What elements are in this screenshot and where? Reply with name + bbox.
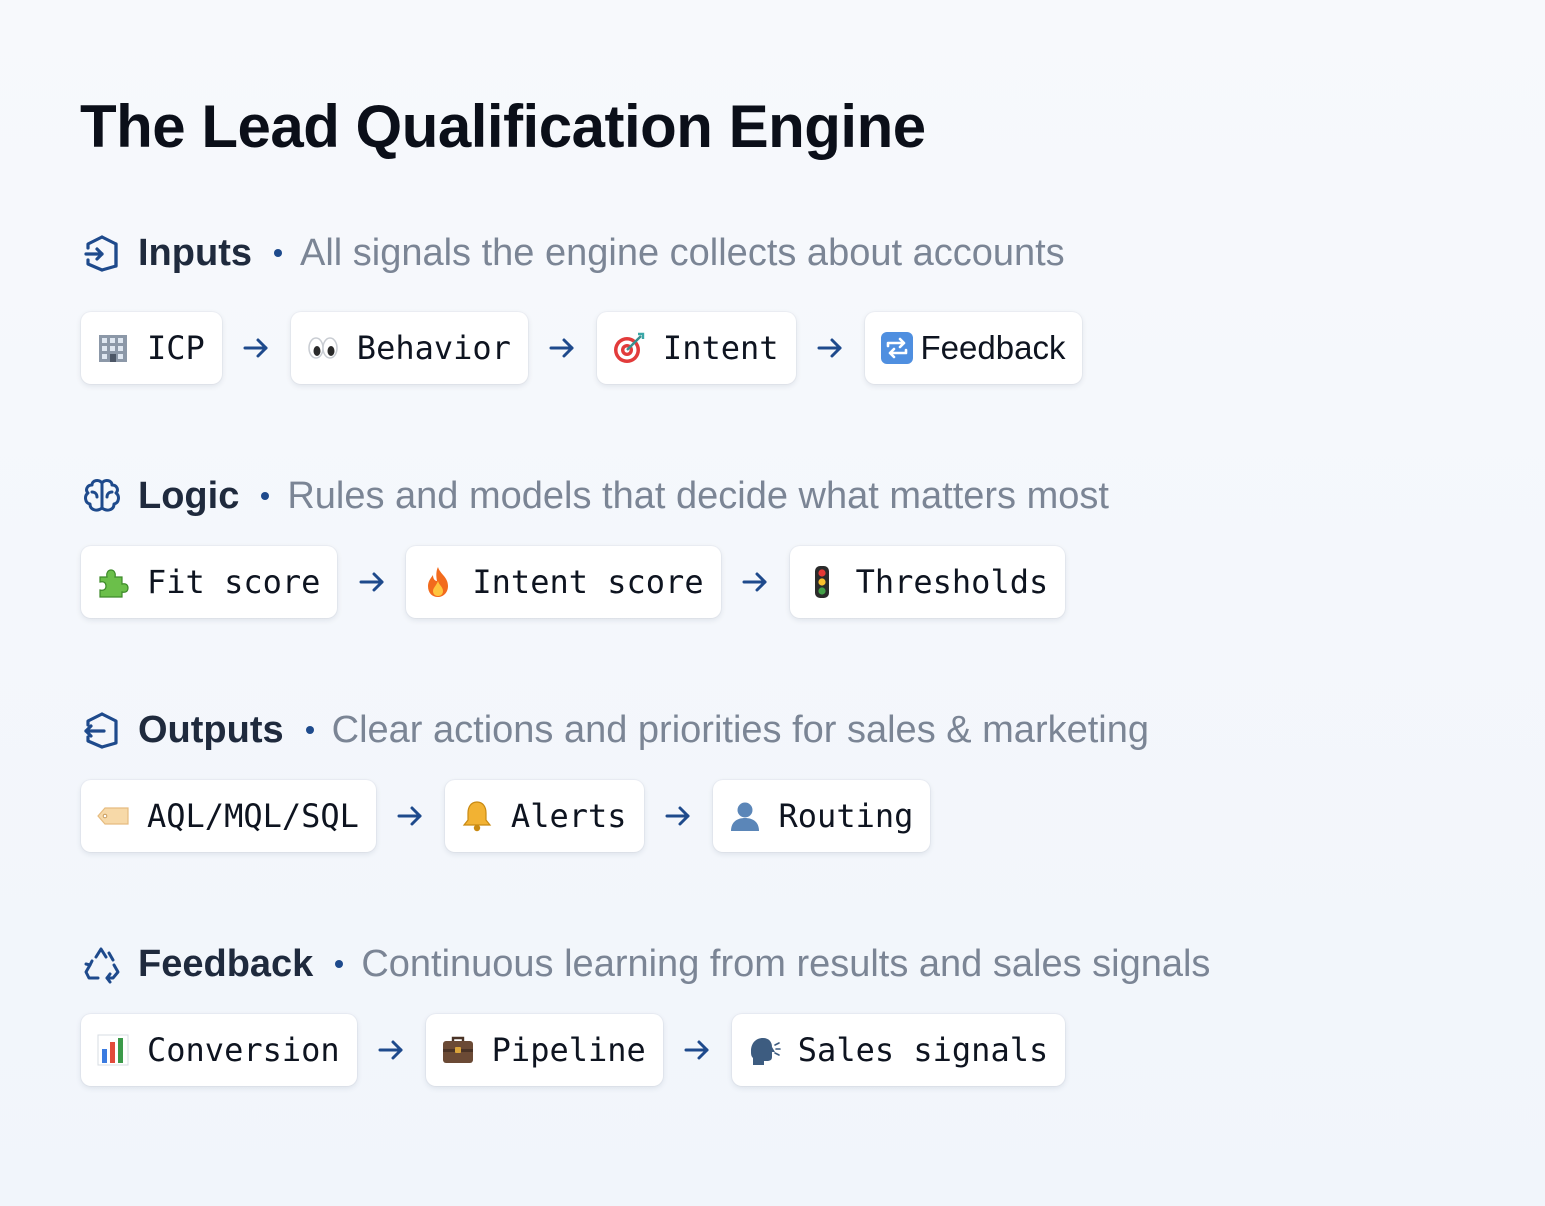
section-header-logic: Logic Rules and models that decide what …: [82, 473, 1109, 519]
speaking-head-icon: [746, 1032, 782, 1068]
bar-chart-icon: [95, 1032, 131, 1068]
chip-row-outputs: AQL/MQL/SQL Alerts Routing: [81, 780, 931, 852]
chip-label: ICP: [147, 329, 205, 367]
arrow-right-icon: [644, 804, 713, 828]
chip-thresholds[interactable]: Thresholds: [789, 546, 1066, 618]
repeat-icon: [879, 330, 915, 366]
chip-label: Feedback: [920, 329, 1066, 366]
logout-arrow-icon: [82, 709, 124, 751]
chip-label: Alerts: [510, 797, 627, 835]
arrow-right-icon: [357, 1038, 426, 1062]
chip-label: Sales signals: [797, 1031, 1049, 1069]
arrow-right-icon: [796, 336, 865, 360]
person-icon: [727, 798, 763, 834]
traffic-light-icon: [804, 564, 840, 600]
login-arrow-icon: [82, 232, 124, 274]
section-description: Continuous learning from results and sal…: [361, 942, 1211, 985]
fire-icon: [420, 564, 456, 600]
label-tag-icon: [95, 798, 131, 834]
section-description: Rules and models that decide what matter…: [287, 474, 1109, 517]
chip-intent-score[interactable]: Intent score: [406, 546, 721, 618]
chip-alerts[interactable]: Alerts: [444, 780, 644, 852]
chip-label: Thresholds: [855, 563, 1049, 601]
chip-row-feedback: Conversion Pipeline Sales signals: [81, 1014, 1066, 1086]
chip-row-inputs: ICP Behavior Intent Feedback: [81, 312, 1083, 384]
chip-label: Pipeline: [491, 1031, 646, 1069]
brain-icon: [82, 475, 124, 517]
office-building-icon: [95, 330, 131, 366]
chip-label: Intent: [662, 329, 779, 367]
recycle-icon: [82, 943, 124, 985]
section-name: Inputs: [138, 231, 252, 274]
chip-aql-mql-sql[interactable]: AQL/MQL/SQL: [81, 780, 376, 852]
arrow-right-icon: [376, 804, 445, 828]
chip-row-logic: Fit score Intent score Thresholds: [81, 546, 1066, 618]
chip-conversion[interactable]: Conversion: [81, 1014, 357, 1086]
target-icon: [611, 330, 647, 366]
arrow-right-icon: [663, 1038, 732, 1062]
chip-intent[interactable]: Intent: [596, 312, 796, 384]
chip-label: Behavior: [356, 329, 511, 367]
chip-routing[interactable]: Routing: [712, 780, 931, 852]
section-header-outputs: Outputs Clear actions and priorities for…: [82, 707, 1149, 753]
section-name: Outputs: [138, 708, 284, 751]
puzzle-piece-icon: [95, 564, 131, 600]
separator-dot: [273, 249, 282, 257]
chip-label: AQL/MQL/SQL: [147, 797, 359, 835]
arrow-right-icon: [222, 336, 291, 360]
section-header-inputs: Inputs All signals the engine collects a…: [82, 230, 1065, 276]
section-name: Feedback: [138, 942, 314, 985]
chip-label: Conversion: [147, 1031, 340, 1069]
chip-label: Intent score: [472, 563, 704, 601]
section-header-feedback: Feedback Continuous learning from result…: [82, 941, 1210, 987]
section-name: Logic: [138, 474, 240, 517]
arrow-right-icon: [528, 336, 597, 360]
arrow-right-icon: [721, 570, 790, 594]
chip-behavior[interactable]: Behavior: [290, 312, 528, 384]
section-description: Clear actions and priorities for sales &…: [331, 708, 1149, 751]
arrow-right-icon: [337, 570, 406, 594]
chip-feedback[interactable]: Feedback: [864, 312, 1083, 384]
separator-dot: [261, 492, 270, 500]
bell-icon: [459, 798, 495, 834]
chip-sales-signals[interactable]: Sales signals: [731, 1014, 1066, 1086]
separator-dot: [335, 960, 344, 968]
chip-label: Fit score: [147, 563, 321, 601]
chip-pipeline[interactable]: Pipeline: [425, 1014, 663, 1086]
chip-icp[interactable]: ICP: [81, 312, 222, 384]
eyes-icon: [305, 330, 341, 366]
briefcase-icon: [440, 1032, 476, 1068]
separator-dot: [305, 726, 314, 734]
section-description: All signals the engine collects about ac…: [299, 231, 1065, 274]
chip-label: Routing: [778, 797, 914, 835]
page-title: The Lead Qualification Engine: [80, 93, 926, 160]
chip-fit-score[interactable]: Fit score: [81, 546, 338, 618]
